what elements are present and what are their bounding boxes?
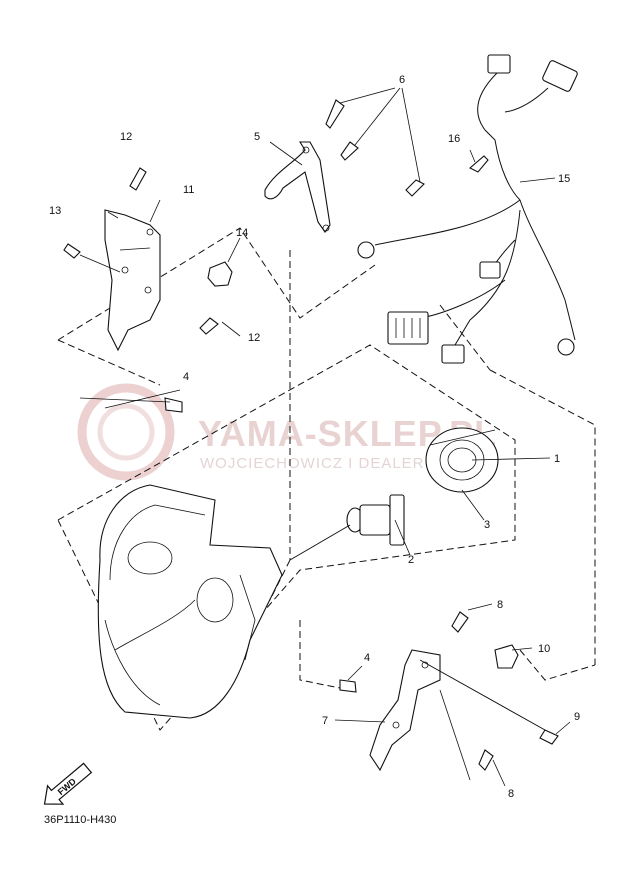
- callout-5: 5: [254, 131, 260, 143]
- clip-4-lower: [339, 665, 363, 693]
- diagram-code: 36P1110-H430: [44, 814, 117, 826]
- fwd-arrow-icon: FWD: [43, 762, 93, 805]
- bulb: [289, 494, 405, 561]
- assembly-outlines: [57, 227, 596, 731]
- callout-7: 7: [322, 715, 328, 727]
- bulb-cover: [425, 427, 499, 493]
- callout-3: 3: [484, 519, 490, 531]
- callout-4-lower: 4: [364, 652, 370, 664]
- callout-10: 10: [538, 643, 550, 655]
- callout-9: 9: [574, 711, 580, 723]
- callout-1: 1: [554, 453, 560, 465]
- headlight-stay-upper: [264, 141, 331, 233]
- callout-14: 14: [236, 227, 248, 239]
- headlight-housing: [97, 484, 283, 719]
- clip-14: [207, 237, 241, 287]
- watermark-subtitle: WOJCIECHOWICZ I DEALER YAMAHA: [200, 455, 498, 472]
- bracket-left: [104, 199, 161, 352]
- wiring-harness: [357, 54, 578, 364]
- callout-15: 15: [558, 173, 570, 185]
- screws-6: [325, 87, 425, 197]
- callout-11: 11: [183, 184, 194, 196]
- clip-10: [494, 644, 533, 669]
- leader-lines: [79, 141, 551, 556]
- clip-4-upper: [164, 397, 183, 413]
- callout-labels: 1 2 3 4 4 5 6 7 8 8 9 10 11 12 12 13 14 …: [49, 74, 580, 800]
- screws-lower: [439, 603, 571, 787]
- callout-2: 2: [408, 554, 414, 566]
- callout-4-upper: 4: [183, 371, 189, 383]
- callout-16: 16: [448, 133, 460, 145]
- screws-left: [63, 167, 241, 337]
- callout-13: 13: [49, 205, 61, 217]
- callout-8-upper: 8: [497, 599, 503, 611]
- watermark-logo: [77, 383, 175, 481]
- screw-16: [469, 149, 489, 173]
- callout-12-lower: 12: [248, 332, 260, 344]
- callout-12-upper: 12: [120, 131, 132, 143]
- callout-8-lower: 8: [508, 788, 514, 800]
- headlight-stay-lower: [334, 649, 546, 772]
- callout-6: 6: [399, 74, 405, 86]
